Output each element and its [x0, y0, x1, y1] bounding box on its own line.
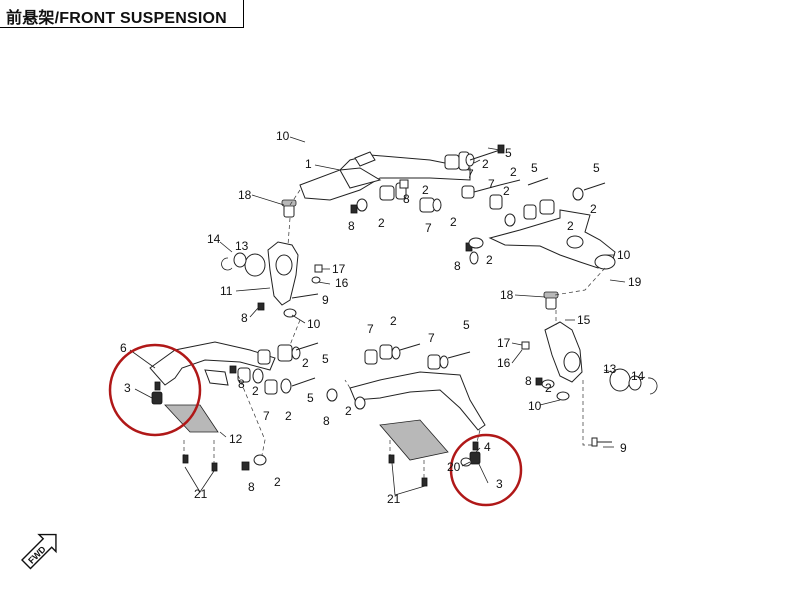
callout-21: 21 — [387, 492, 401, 506]
callout-6: 6 — [120, 341, 127, 355]
callout-9: 9 — [620, 441, 627, 455]
callout-19: 19 — [628, 275, 642, 289]
page-title: 前悬架/FRONT SUSPENSION — [0, 0, 244, 28]
callout-12: 12 — [229, 432, 243, 446]
callout-15: 15 — [577, 313, 591, 327]
callout-10: 10 — [307, 317, 321, 331]
callout-8: 8 — [241, 311, 248, 325]
callout-16: 16 — [497, 356, 511, 370]
callout-10: 10 — [276, 129, 290, 143]
callout-2: 2 — [482, 157, 489, 171]
callout-17: 17 — [497, 336, 511, 350]
assembly-guide-lines — [183, 189, 606, 478]
callout-8: 8 — [248, 480, 255, 494]
callout-3: 3 — [496, 477, 503, 491]
callout-2: 2 — [510, 165, 517, 179]
highlight-circle-right-ball-joint — [449, 433, 523, 507]
callout-8: 8 — [348, 219, 355, 233]
callout-11: 11 — [220, 284, 233, 298]
callout-2: 2 — [486, 253, 493, 267]
callout-14: 14 — [207, 232, 221, 246]
callout-2: 2 — [345, 404, 352, 418]
callout-labels: 10 1 5 2 5 5 7 2 2 2 8 2 8 7 2 7 18 2 2 … — [120, 129, 645, 506]
callout-3: 3 — [124, 381, 131, 395]
callout-13: 13 — [235, 239, 249, 253]
callout-2: 2 — [503, 184, 510, 198]
callout-5: 5 — [505, 146, 512, 160]
leader-lines — [129, 136, 646, 496]
callout-2: 2 — [274, 475, 281, 489]
callout-9: 9 — [322, 293, 329, 307]
callout-10: 10 — [528, 399, 542, 413]
callout-2: 2 — [422, 183, 429, 197]
callout-2: 2 — [252, 384, 259, 398]
callout-21: 21 — [194, 487, 208, 501]
lower-left-a-arm — [149, 341, 319, 472]
callout-2: 2 — [285, 409, 292, 423]
callout-7: 7 — [428, 331, 435, 345]
callout-4: 4 — [484, 440, 491, 454]
callout-13: 13 — [603, 362, 617, 376]
left-steering-knuckle — [221, 199, 323, 318]
callout-5: 5 — [322, 352, 329, 366]
callout-2: 2 — [590, 202, 597, 216]
callout-5: 5 — [307, 391, 314, 405]
callout-5: 5 — [531, 161, 538, 175]
callout-8: 8 — [323, 414, 330, 428]
callout-5: 5 — [593, 161, 600, 175]
upper-left-a-arm — [299, 151, 471, 201]
callout-2: 2 — [390, 314, 397, 328]
highlight-circle-left-ball-joint — [108, 343, 202, 437]
callout-18: 18 — [238, 188, 252, 202]
callout-1: 1 — [305, 157, 312, 171]
callout-8: 8 — [525, 374, 532, 388]
callout-2: 2 — [378, 216, 385, 230]
callout-7: 7 — [425, 221, 432, 235]
callout-7: 7 — [488, 177, 495, 191]
callout-2: 2 — [567, 219, 574, 233]
right-steering-knuckle — [521, 291, 658, 447]
callout-7: 7 — [467, 167, 474, 181]
callout-2: 2 — [545, 381, 552, 395]
callout-8: 8 — [454, 259, 461, 273]
callout-10: 10 — [617, 248, 631, 262]
callout-2: 2 — [302, 356, 309, 370]
lower-right-a-arm — [326, 343, 486, 487]
callout-20: 20 — [447, 460, 461, 474]
callout-8: 8 — [403, 192, 410, 206]
callout-7: 7 — [367, 322, 374, 336]
bushing-group-upper-1 — [350, 144, 505, 214]
callout-17: 17 — [332, 262, 346, 276]
callout-7: 7 — [263, 409, 270, 423]
callout-18: 18 — [500, 288, 514, 302]
callout-16: 16 — [335, 276, 349, 290]
callout-8: 8 — [238, 377, 245, 391]
callout-2: 2 — [450, 215, 457, 229]
forward-direction-icon: FWD — [21, 533, 57, 570]
callout-14: 14 — [631, 369, 645, 383]
callout-5: 5 — [463, 318, 470, 332]
